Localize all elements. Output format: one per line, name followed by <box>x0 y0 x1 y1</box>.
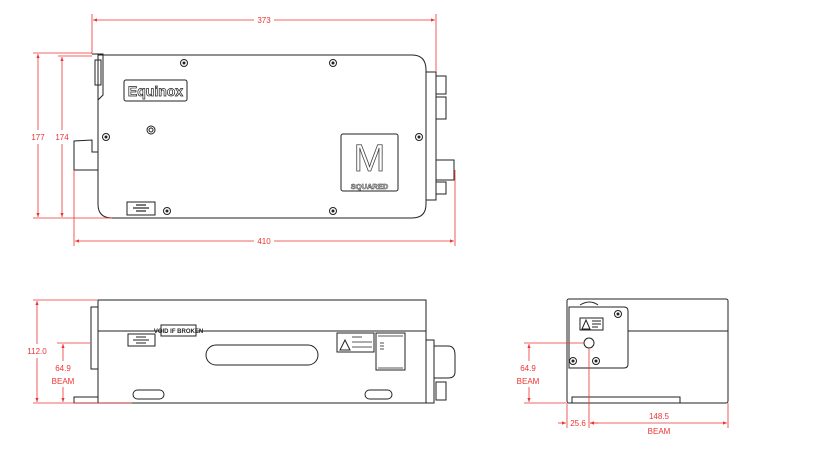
housing-outline <box>98 55 426 218</box>
mounting-foot <box>74 397 98 403</box>
bottom-slot <box>133 390 164 399</box>
logo-letter: M <box>354 138 386 180</box>
dimension-25-6: 25.6 <box>558 348 598 428</box>
front-plate <box>91 307 98 369</box>
dimension-label: BEAM <box>517 377 540 386</box>
info-label <box>376 333 405 370</box>
void-seal-text: VOID IF BROKEN <box>154 329 203 335</box>
brand-label: Equinox <box>128 83 183 99</box>
dimension-373: 373 <box>92 14 436 72</box>
logo-text: SQUARED <box>351 182 389 191</box>
mounting-bracket <box>74 54 103 170</box>
dimension-text: 410 <box>257 237 271 246</box>
dimension-text: 64.9 <box>520 364 536 373</box>
dimension-text: 25.6 <box>570 419 586 428</box>
dimension-text: 112.0 <box>27 347 47 356</box>
laser-hazard-icon <box>340 340 350 350</box>
bottom-slot <box>365 390 392 399</box>
dimension-beam-side: 64.9 BEAM <box>52 343 90 402</box>
dimension-text: 148.5 <box>649 412 670 421</box>
laser-label-lines <box>592 321 601 327</box>
screws <box>570 311 622 365</box>
dimension-text: 177 <box>31 133 45 142</box>
side-view: VOID IF BROKEN 112.0 64.9 BEAM <box>27 300 455 403</box>
top-view: Equinox M SQUARED 373 410 177 174 <box>31 14 455 246</box>
rear-connector <box>426 340 455 403</box>
base-plate <box>572 397 680 403</box>
info-label-lines <box>378 336 403 368</box>
housing-end <box>567 299 728 403</box>
dimension-text: 174 <box>55 133 69 142</box>
warning-label-lines <box>133 205 149 211</box>
dimension-label: BEAM <box>52 377 75 386</box>
dimension-text: 64.9 <box>55 364 71 373</box>
laser-warning-label <box>337 333 374 352</box>
end-view: 64.9 BEAM 25.6 148.5 BEAM <box>517 299 728 436</box>
dimension-text: 373 <box>257 16 271 25</box>
dimension-148-5: 148.5 BEAM <box>590 403 728 436</box>
laser-hazard-icon <box>582 320 590 329</box>
dimension-112: 112.0 <box>27 300 132 403</box>
warning-label-lines <box>133 337 149 343</box>
connectors-right <box>426 72 454 200</box>
beam-aperture <box>584 338 594 348</box>
vent-slot <box>206 345 318 365</box>
handle-arc <box>580 302 598 305</box>
dimension-beam-end: 64.9 BEAM <box>517 343 584 403</box>
laser-label-lines <box>352 337 372 347</box>
dimension-label: BEAM <box>648 427 671 436</box>
housing-side <box>98 300 426 403</box>
dimension-177: 177 <box>31 53 112 218</box>
